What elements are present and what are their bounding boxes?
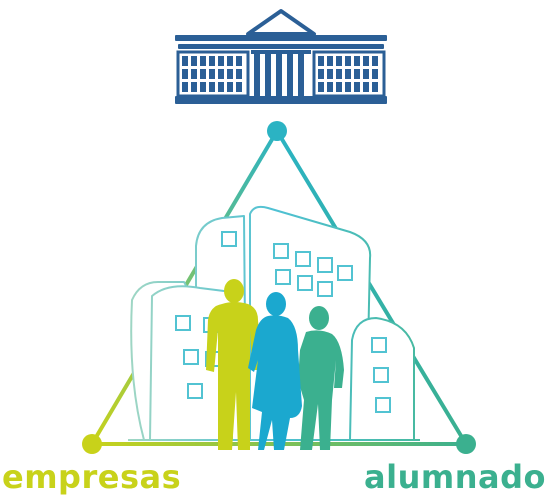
building-windows	[182, 56, 378, 92]
city-window	[373, 367, 389, 383]
city-window	[375, 397, 391, 413]
vertex-top	[267, 121, 287, 141]
city-window	[317, 257, 333, 273]
building-window	[354, 69, 360, 79]
building-window	[182, 69, 188, 79]
building-window	[318, 69, 324, 79]
city-window	[317, 281, 333, 297]
triangle-edge-right	[275, 129, 468, 446]
vertex-right	[456, 434, 476, 454]
building-window	[218, 69, 224, 79]
building-window	[327, 82, 333, 92]
building-window	[191, 82, 197, 92]
building-window	[336, 82, 342, 92]
building-window	[327, 69, 333, 79]
people-silhouettes-icon	[206, 279, 344, 450]
building-window	[327, 56, 333, 66]
building-window	[227, 82, 233, 92]
building-window	[209, 82, 215, 92]
city-window	[273, 243, 289, 259]
city-windows	[175, 231, 391, 413]
building-window	[191, 69, 197, 79]
building-window	[209, 56, 215, 66]
building-window	[345, 69, 351, 79]
building-window	[354, 56, 360, 66]
city-window	[337, 265, 353, 281]
building-window	[182, 56, 188, 66]
city-window	[275, 269, 291, 285]
person-middle	[248, 292, 302, 450]
building-window	[200, 82, 206, 92]
person-left	[206, 279, 262, 450]
building-window	[218, 56, 224, 66]
building-window	[200, 69, 206, 79]
city-window	[183, 349, 199, 365]
building-window	[227, 69, 233, 79]
building-window	[363, 56, 369, 66]
building-window	[345, 82, 351, 92]
building-window	[182, 82, 188, 92]
university-building-icon	[175, 9, 387, 104]
city-window	[175, 315, 191, 331]
building-window	[372, 56, 378, 66]
building-window	[363, 69, 369, 79]
building-window	[318, 82, 324, 92]
city-window	[221, 231, 237, 247]
vertex-left	[82, 434, 102, 454]
building-window	[345, 56, 351, 66]
city-window	[295, 251, 311, 267]
label-empresas: empresas	[2, 458, 182, 496]
building-window	[200, 56, 206, 66]
building-window	[354, 82, 360, 92]
person-right	[298, 306, 344, 450]
building-window	[318, 56, 324, 66]
building-window	[218, 82, 224, 92]
building-window	[191, 56, 197, 66]
building-window	[209, 69, 215, 79]
building-window	[227, 56, 233, 66]
building-window	[372, 82, 378, 92]
building-window	[372, 69, 378, 79]
city-window	[371, 337, 387, 353]
building-window	[363, 82, 369, 92]
building-window	[236, 82, 242, 92]
city-window	[187, 383, 203, 399]
building-window	[236, 56, 242, 66]
building-window	[336, 56, 342, 66]
building-window	[336, 69, 342, 79]
city-window	[297, 275, 313, 291]
label-alumnado: alumnado	[364, 458, 546, 496]
building-window	[236, 69, 242, 79]
